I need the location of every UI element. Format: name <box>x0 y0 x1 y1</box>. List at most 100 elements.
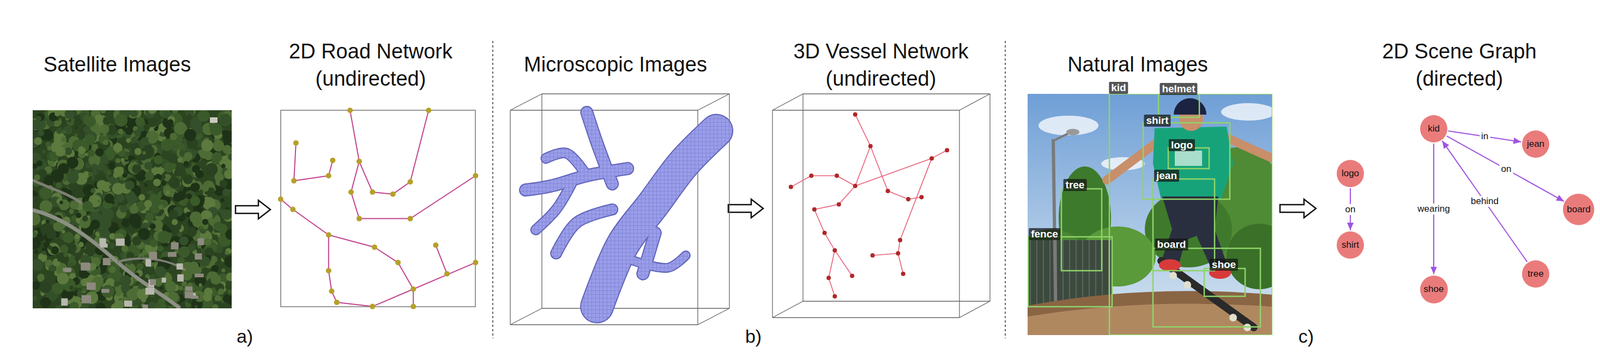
node-label: kid <box>1427 123 1440 135</box>
tree-crown <box>173 168 182 177</box>
tree-crown <box>201 139 214 152</box>
node-circle <box>1562 193 1595 225</box>
tree-crown <box>168 176 180 189</box>
road-vertex <box>325 172 332 179</box>
tree-crown <box>213 221 223 231</box>
logo-print <box>1174 150 1203 166</box>
bounding-box <box>1061 188 1102 271</box>
road-vertex <box>425 107 432 113</box>
tree-crown <box>207 216 215 224</box>
house-roof <box>101 288 110 293</box>
tree-crown <box>64 110 75 119</box>
tree-crown <box>191 179 196 184</box>
tree-crown <box>218 287 225 295</box>
panel-title: Natural Images <box>1023 50 1253 78</box>
tree-crown <box>124 143 130 149</box>
edge-label: in <box>1479 130 1490 142</box>
tree-crown <box>143 199 153 208</box>
tree-crown <box>56 127 63 135</box>
vessel-edge <box>870 146 889 191</box>
road-graph <box>278 107 479 309</box>
tree-crown <box>190 195 201 206</box>
fence-bar <box>1036 239 1038 307</box>
panel-divider <box>1004 40 1006 338</box>
tree-crown <box>81 286 86 291</box>
house-roof <box>145 258 152 267</box>
road-edge <box>293 142 297 181</box>
tree-crown <box>121 244 129 252</box>
road-edge <box>328 234 330 271</box>
tree-crown <box>74 133 78 137</box>
bounding-box <box>1152 178 1215 271</box>
road-vertex <box>432 242 439 248</box>
tree-crown <box>85 115 96 127</box>
tree-crown <box>33 249 39 255</box>
vessel-vertex <box>849 273 855 278</box>
tree-crown <box>117 128 124 135</box>
house-roof <box>148 251 158 260</box>
block-arrow <box>728 198 764 218</box>
panel-title: 2D Road Network (undirected) <box>256 37 486 93</box>
cube-edge <box>541 93 542 309</box>
vessel-voxels <box>525 168 628 190</box>
tree-crown <box>141 145 155 158</box>
node-label: logo <box>1341 167 1360 179</box>
tree-crown <box>124 155 129 160</box>
cube-edge <box>697 93 730 111</box>
tree-crown <box>159 285 164 290</box>
bounding-box <box>1028 236 1113 307</box>
tree-crown <box>50 169 64 183</box>
bbox-label: shirt <box>1143 114 1171 127</box>
tree-crown <box>177 142 185 150</box>
tree-crown <box>134 129 142 137</box>
cube-edge <box>802 300 990 301</box>
cube-edge <box>510 93 542 111</box>
tree-crown <box>37 273 45 282</box>
house-roof <box>116 238 125 246</box>
bounding-cube <box>772 93 990 318</box>
graph-node: shirt <box>1336 230 1365 259</box>
tree-crown <box>87 149 95 158</box>
panel-title: 3D Vessel Network (undirected) <box>766 37 996 93</box>
tree-crown <box>138 194 146 201</box>
vessel-outline <box>596 130 717 307</box>
bounding-box <box>1109 93 1273 335</box>
road-edge <box>328 270 332 291</box>
road-vertex <box>444 270 450 277</box>
vessel-vertex <box>868 143 873 149</box>
tree-crown <box>43 224 51 233</box>
panel-title: Satellite Images <box>2 50 232 78</box>
natural-photo <box>1027 93 1273 335</box>
vessel-voxels <box>601 243 618 307</box>
tree-crown <box>91 163 98 171</box>
tree-crown <box>125 137 131 143</box>
tree-crown <box>205 162 219 176</box>
vessel-edge <box>900 158 932 240</box>
house-roof <box>80 262 91 271</box>
road-vertex <box>356 158 362 165</box>
bounding-box <box>1204 268 1246 297</box>
tree-crown <box>32 258 44 271</box>
tree-crown <box>83 133 96 146</box>
tree-crown <box>221 163 226 168</box>
vessel-edge <box>855 158 932 186</box>
vessel-edge <box>855 114 871 147</box>
tree-crown <box>74 255 80 261</box>
tree-crown <box>149 238 159 247</box>
vessel-edge <box>838 185 856 205</box>
house-roof <box>61 298 68 306</box>
arm <box>1106 139 1162 180</box>
road-vertex <box>325 232 332 238</box>
house-roof <box>190 295 199 299</box>
tree-crown <box>58 198 70 210</box>
tree-crown <box>200 226 204 230</box>
tree-crown <box>34 136 42 145</box>
jeans <box>1161 196 1227 269</box>
tree-crown <box>101 208 114 221</box>
tree-crown <box>99 155 109 165</box>
graph-node: shoe <box>1419 274 1449 304</box>
vessel-vertex <box>870 252 875 258</box>
tree-crown <box>32 212 41 226</box>
edge-label: wearing <box>1415 203 1452 215</box>
